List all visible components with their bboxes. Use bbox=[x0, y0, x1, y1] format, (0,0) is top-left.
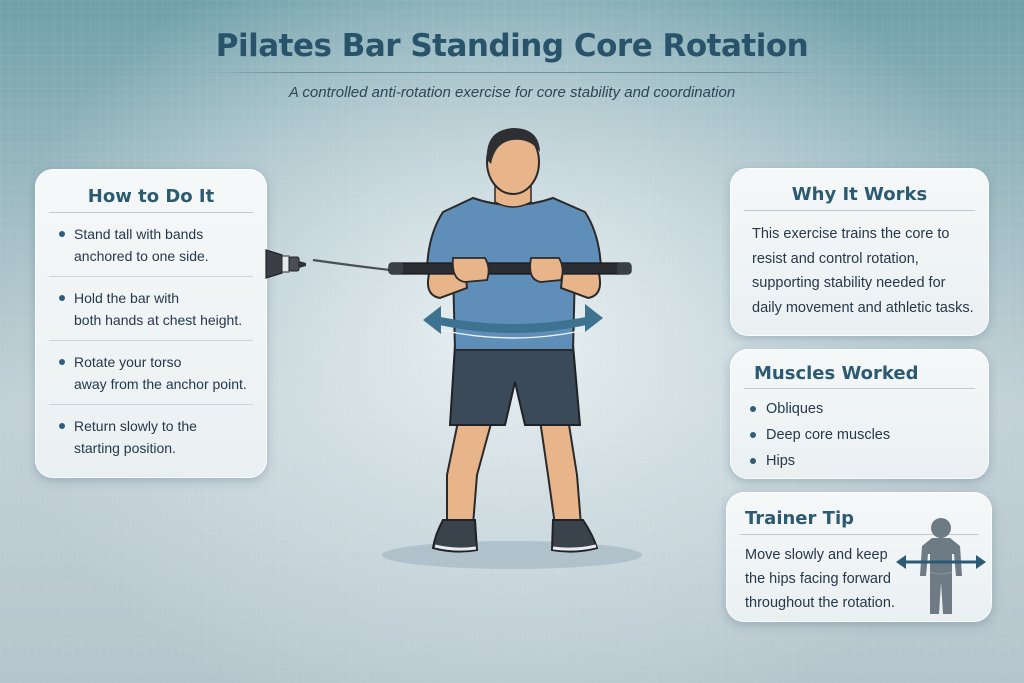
bullet-icon bbox=[750, 406, 756, 412]
step-line: both hands at chest height. bbox=[74, 312, 243, 328]
why-description: This exercise trains the core to resist … bbox=[752, 222, 977, 320]
muscle-item: Hips bbox=[748, 448, 977, 474]
trainer-tip-card: Trainer Tip Move slowly and keep the hip… bbox=[726, 492, 992, 622]
tip-divider bbox=[740, 534, 978, 535]
muscles-worked-card: Muscles Worked Obliques Deep core muscle… bbox=[730, 349, 989, 479]
step-line: Rotate your torso bbox=[74, 354, 182, 370]
bullet-icon bbox=[59, 423, 65, 429]
muscle-item: Deep core muscles bbox=[748, 422, 977, 448]
why-line: This exercise trains the core to bbox=[752, 226, 950, 242]
bullet-icon bbox=[750, 432, 756, 438]
title-divider bbox=[205, 72, 819, 73]
step-item: Rotate your torso away from the anchor p… bbox=[49, 351, 253, 405]
why-divider bbox=[744, 210, 975, 211]
muscle-label: Deep core muscles bbox=[766, 427, 891, 443]
tip-line: Move slowly and keep bbox=[745, 547, 888, 563]
how-to-heading: How to Do It bbox=[87, 186, 215, 207]
resistance-band bbox=[312, 258, 391, 272]
how-to-card: How to Do It Stand tall with bands ancho… bbox=[35, 169, 267, 478]
body-rotation-figure-icon bbox=[896, 518, 986, 614]
step-line: starting position. bbox=[74, 440, 176, 456]
tip-line: throughout the rotation. bbox=[745, 595, 895, 611]
why-line: daily movement and athletic tasks. bbox=[752, 299, 974, 316]
bullet-icon bbox=[59, 295, 65, 301]
step-line: anchored to one side. bbox=[74, 248, 209, 264]
pilates-bar bbox=[388, 262, 632, 275]
bullet-icon bbox=[59, 231, 65, 237]
step-line: away from the anchor point. bbox=[74, 376, 247, 392]
how-to-divider bbox=[49, 212, 253, 213]
bullet-icon bbox=[59, 359, 65, 365]
step-line: Return slowly to the bbox=[74, 418, 197, 434]
step-item: Stand tall with bands anchored to one si… bbox=[49, 223, 253, 277]
step-item: Hold the bar with both hands at chest he… bbox=[49, 287, 253, 341]
tip-line: the hips facing forward bbox=[745, 571, 891, 587]
step-line: Stand tall with bands bbox=[74, 226, 204, 242]
muscles-list: Obliques Deep core muscles Hips bbox=[748, 396, 977, 474]
how-to-steps: Stand tall with bands anchored to one si… bbox=[49, 223, 253, 478]
tip-heading: Trainer Tip bbox=[745, 508, 854, 529]
muscle-label: Hips bbox=[766, 453, 796, 469]
resistance-band-anchor-icon bbox=[265, 249, 306, 279]
why-line: supporting stability needed for bbox=[752, 275, 946, 291]
why-line: resist and control rotation, bbox=[752, 250, 919, 267]
muscle-label: Obliques bbox=[766, 401, 824, 417]
muscle-item: Obliques bbox=[748, 396, 977, 422]
why-it-works-card: Why It Works This exercise trains the co… bbox=[730, 168, 989, 336]
rotation-arrow-icon bbox=[423, 304, 603, 339]
muscles-divider bbox=[744, 388, 975, 389]
exercise-illustration bbox=[312, 128, 642, 569]
page-subtitle: A controlled anti-rotation exercise for … bbox=[288, 84, 736, 101]
step-item: Return slowly to the starting position. bbox=[49, 415, 253, 468]
page-title: Pilates Bar Standing Core Rotation bbox=[215, 28, 809, 64]
floor-shadow bbox=[382, 541, 642, 569]
why-heading: Why It Works bbox=[791, 184, 928, 205]
bullet-icon bbox=[750, 458, 756, 464]
muscles-heading: Muscles Worked bbox=[754, 363, 919, 384]
tip-description: Move slowly and keep the hips facing for… bbox=[745, 543, 905, 615]
step-line: Hold the bar with bbox=[74, 290, 180, 306]
